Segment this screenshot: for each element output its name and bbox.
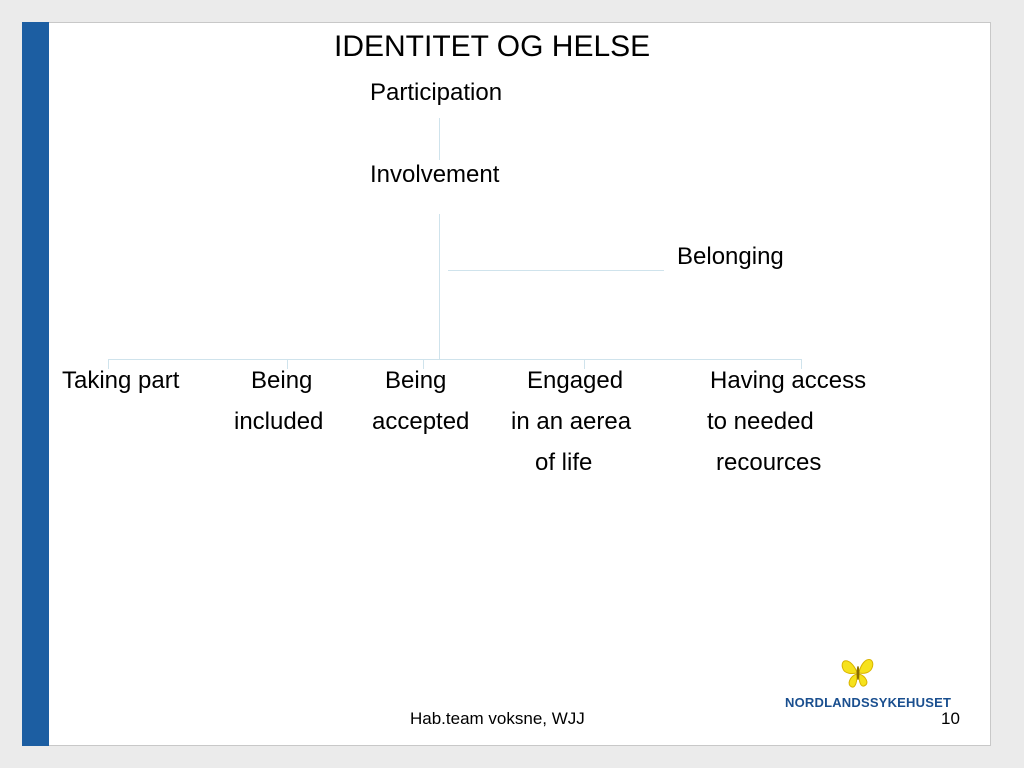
connector-tick-2 [287,359,288,369]
item-taking-part: Taking part [62,367,180,394]
connector-items-bar [108,359,802,360]
item-having-access-line2: to needed [707,408,814,435]
item-having-access-line3: recources [716,449,822,476]
item-engaged-line3: of life [535,449,593,476]
level-involvement: Involvement [370,161,500,188]
item-engaged-line2: in an aerea [511,408,632,435]
logo-wordmark: NORDLANDSSYKEHUSET [785,695,952,710]
connector-belonging [448,270,664,271]
accent-bar [22,22,49,746]
item-being-included-line1: Being [251,367,313,394]
slide [22,22,991,746]
level-participation: Participation [370,79,503,106]
butterfly-icon [838,652,878,697]
connector-tick-3 [423,359,424,369]
item-engaged-line1: Engaged [527,367,624,394]
level-belonging: Belonging [677,243,784,270]
connector-involvement-items [439,214,440,360]
connector-tick-1 [108,359,109,369]
item-being-accepted-line2: accepted [372,408,470,435]
footer-author: Hab.team voksne, WJJ [410,709,585,728]
item-being-included-line2: included [234,408,324,435]
connector-tick-5 [801,359,802,369]
slide-title: IDENTITET OG HELSE [334,30,651,63]
connector-participation-involvement [439,118,440,160]
page-number: 10 [941,709,960,728]
item-being-accepted-line1: Being [385,367,447,394]
connector-tick-4 [584,359,585,369]
item-having-access-line1: Having access [710,367,867,394]
